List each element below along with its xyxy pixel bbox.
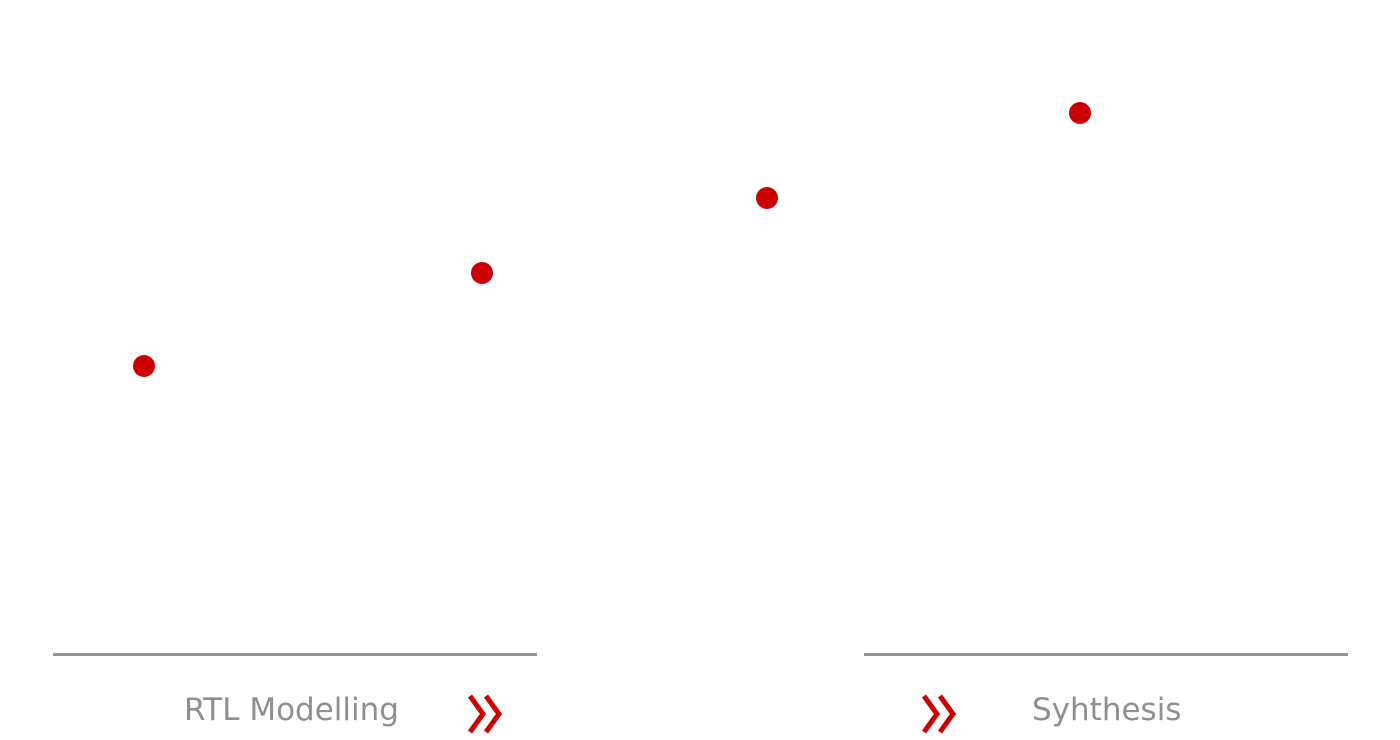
- marker-dot-4: [1069, 102, 1091, 124]
- marker-dot-2: [471, 262, 493, 284]
- divider-right: [864, 653, 1348, 656]
- double-chevron-right-icon: [467, 694, 503, 734]
- stage-label-synthesis: Syhthesis: [1032, 692, 1182, 728]
- double-chevron-right-icon: [921, 694, 957, 734]
- marker-dot-1: [133, 355, 155, 377]
- divider-left: [53, 653, 537, 656]
- marker-dot-3: [756, 187, 778, 209]
- stage-label-rtl-modelling: RTL Modelling: [184, 692, 399, 728]
